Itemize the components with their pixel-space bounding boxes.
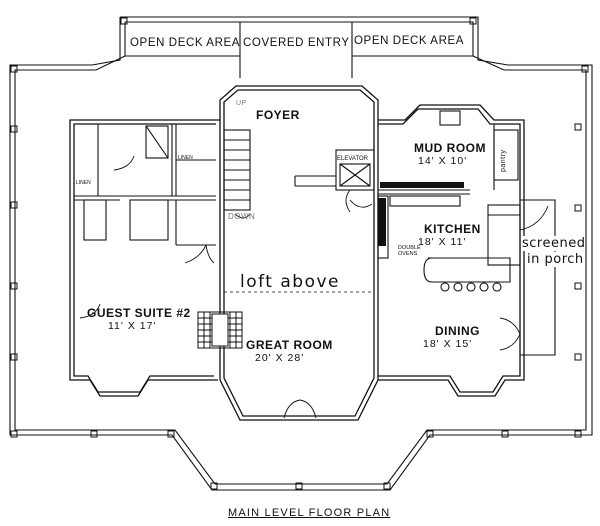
plan-caption: MAIN LEVEL FLOOR PLAN [228,507,391,519]
loft-above-note: loft above [240,272,341,292]
deck-railing [9,16,593,491]
down-note: DOWN [228,212,256,221]
kitchen-name: KITCHEN [424,222,481,236]
dark-walls [378,182,464,246]
double-ovens-note-1: DOUBLE [398,245,421,251]
kitchen-dims: 18' X 11' [418,236,467,248]
covered-entry-label: COVERED ENTRY [243,37,350,49]
dining-name: DINING [435,324,480,338]
guest-suite-name: GUEST SUITE #2 [87,306,191,320]
foyer-name: FOYER [256,108,300,122]
fireplace [197,311,243,349]
deck-right-label: OPEN DECK AREA [354,35,465,47]
doors [79,155,549,419]
mud-room-name: MUD ROOM [414,141,486,155]
pantry-note: pantry [500,149,507,172]
exterior-walls [69,85,525,421]
screened-note: screened [522,236,586,251]
in-porch-note: in porch [527,252,584,267]
interior-walls [74,110,556,356]
great-room-name: GREAT ROOM [246,338,333,352]
linen-note-lower: LINEN [76,180,91,186]
deck-posts [10,17,589,490]
elevator-note: ELEVATOR [337,156,369,162]
up-note: UP [236,100,247,107]
deck-left-label: OPEN DECK AREA [130,37,241,49]
double-ovens-note-2: OVENS [398,251,418,257]
linen-note-upper: LINEN [178,155,193,161]
dining-dims: 18' X 15' [423,338,473,350]
mud-room-dims: 14' X 10' [418,155,468,167]
guest-suite-dims: 11' X 17' [108,320,157,332]
great-room-dims: 20' X 28' [255,352,305,364]
